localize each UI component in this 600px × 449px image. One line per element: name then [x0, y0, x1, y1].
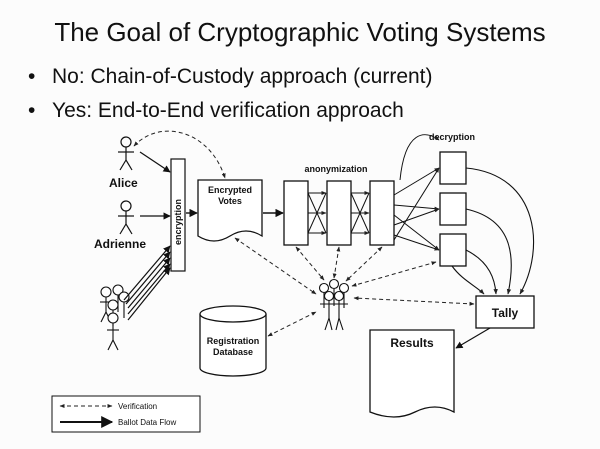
registration-label-line1: Registration	[207, 336, 260, 346]
decryption-label: decryption	[429, 132, 475, 142]
registration-database	[199, 305, 267, 377]
tally-label: Tally	[492, 306, 519, 320]
verification-arrows	[234, 237, 475, 337]
results-label: Results	[390, 336, 434, 350]
tally-to-results-arrow	[455, 327, 491, 349]
voter-adrienne-figure	[118, 200, 134, 235]
slide-title: The Goal of Cryptographic Voting Systems	[54, 17, 546, 47]
anonymization-label: anonymization	[304, 164, 367, 174]
voter-alice-label: Alice	[109, 176, 138, 190]
bullet-dot: •	[28, 99, 36, 122]
registration-label-line2: Database	[213, 347, 253, 357]
legend-box	[51, 395, 201, 433]
legend-ballot-flow-label: Ballot Data Flow	[118, 418, 176, 427]
encrypted-votes-label-line1: Encrypted	[208, 185, 252, 195]
decryption-to-tally-arrows	[451, 167, 535, 295]
voter-alice-figure	[118, 136, 134, 171]
mixer-to-decryption-curve	[399, 134, 440, 181]
encrypted-votes-label-line2: Votes	[218, 196, 242, 206]
encryption-label: encryption	[173, 199, 183, 245]
mixer-boxes	[283, 180, 395, 246]
voter-adrienne-label: Adrienne	[94, 237, 146, 251]
bullet-list: • No: Chain-of-Custody approach (current)…	[28, 60, 433, 128]
bullet-text: Yes: End-to-End verification approach	[52, 99, 404, 122]
mixer-crossing-arrows	[307, 191, 370, 235]
voter-to-encryption-arrows	[123, 151, 171, 321]
encrypted-votes-box	[197, 179, 263, 242]
bullet-dot: •	[28, 65, 36, 88]
decryption-boxes	[439, 151, 467, 267]
tally-box	[475, 295, 535, 329]
legend-verification-label: Verification	[118, 402, 157, 411]
verifier-crowd-figure	[318, 278, 350, 331]
alice-verification-arrow	[133, 130, 226, 179]
voter-crowd-figure	[100, 284, 130, 351]
bullet-item-yes: • Yes: End-to-End verification approach	[28, 94, 433, 128]
mixer-to-decryption-arrows	[393, 167, 440, 251]
results-box	[369, 329, 455, 418]
bullet-text: No: Chain-of-Custody approach (current)	[52, 65, 433, 88]
bullet-item-no: • No: Chain-of-Custody approach (current)	[28, 60, 433, 94]
